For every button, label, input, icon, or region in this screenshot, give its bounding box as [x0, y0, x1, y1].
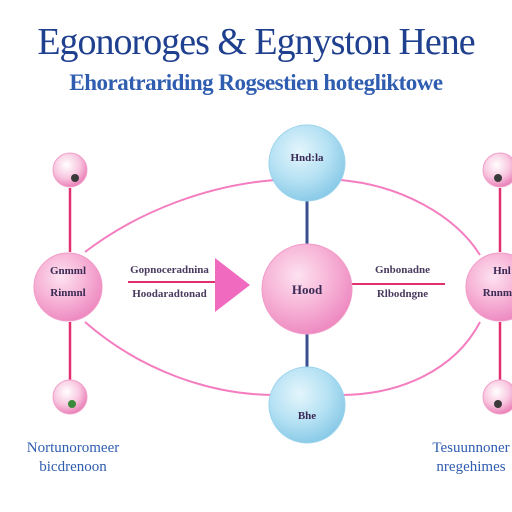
left-arrow-head [215, 258, 250, 312]
node-right-label-1: Hnl [493, 265, 511, 277]
node-left [33, 252, 103, 322]
node-left-label-2: Rinmnl [50, 287, 86, 299]
node-top-label: Hnd:la [290, 152, 324, 164]
footer-right-label-2: nregehimes [436, 459, 506, 475]
lower-right-curve [339, 321, 481, 396]
node-bottom-label: Bhe [297, 410, 317, 422]
left-arrow-label-2: Hoodaradtonad [132, 288, 207, 300]
diagram-subtitle: Ehoratrariding Rogsestien hotegliktowe [69, 70, 443, 95]
lower-left-curve [84, 321, 276, 396]
footer-right-label-1: Tesuunnoner [432, 440, 510, 456]
right-arrow-label-1: Gnbonadne [374, 264, 431, 276]
left-arrow-label-1: Gopnoceradnina [130, 264, 209, 276]
node-right-label-2: Rnnmbl [482, 287, 512, 299]
footer-left-label-1: Nortunoromeer [26, 440, 120, 456]
node-small-bottom-right [482, 379, 512, 415]
diagram-title: Egonoroges & Egnyston Hene [37, 21, 475, 63]
node-small-top-left [52, 152, 88, 188]
node-small-bottom-left [52, 379, 88, 415]
node-left-label-1: Gnmml [49, 265, 87, 277]
footer-left-label-2: bicdrenoon [39, 459, 107, 475]
upper-right-curve [339, 179, 481, 256]
node-small-top-right [482, 152, 512, 188]
node-bottom [268, 366, 346, 444]
node-right [465, 252, 512, 322]
node-center [261, 243, 353, 335]
node-top [268, 124, 346, 202]
right-arrow-label-2: Rlbodngne [376, 288, 429, 300]
upper-left-curve [84, 179, 276, 253]
node-center-label: Hood [291, 282, 323, 297]
